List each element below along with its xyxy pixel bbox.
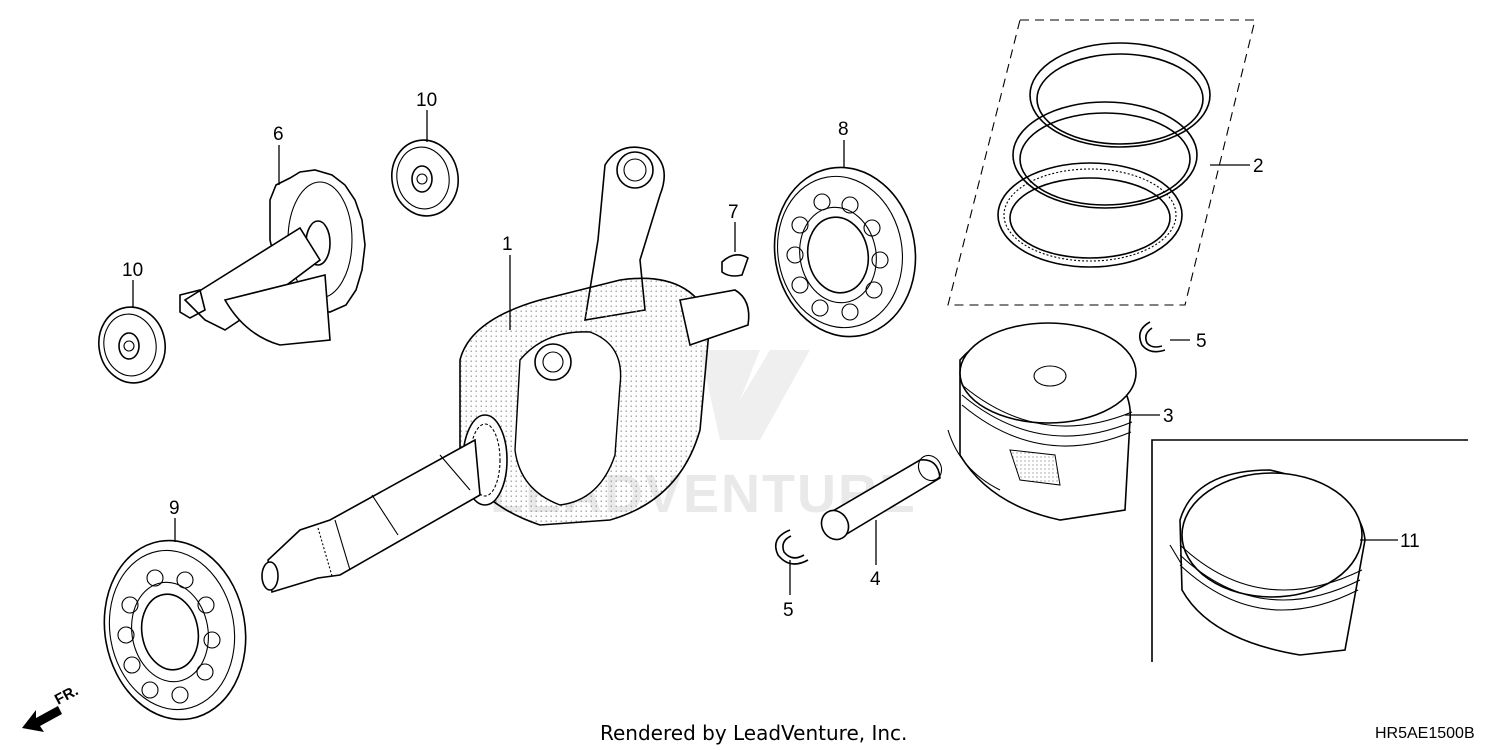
bearing-10-upper[interactable]: [386, 135, 464, 221]
part-label-7: 7: [728, 202, 739, 223]
part-label-3: 3: [1163, 406, 1174, 427]
part-label-6: 6: [273, 124, 284, 145]
woodruff-key[interactable]: [721, 254, 749, 277]
part-number-labels: 1 2 3 4 5 5 6 7 8 9 10 10 11: [122, 90, 1420, 621]
diagram-code: HR5AE1500B: [1375, 725, 1475, 742]
front-label: FR.: [52, 682, 81, 708]
part-label-10-upper: 10: [416, 90, 437, 111]
crankshaft-assembly[interactable]: [261, 146, 750, 594]
front-direction-indicator: FR.: [22, 682, 81, 732]
piston-alt-inset[interactable]: [1151, 439, 1468, 662]
piston-pin[interactable]: [816, 451, 946, 544]
piston-pin-clip-upper[interactable]: [1139, 321, 1166, 353]
bearing-10-lower[interactable]: [93, 302, 171, 388]
part-label-4: 4: [870, 569, 881, 590]
part-label-2: 2: [1253, 156, 1264, 177]
rendered-by-credit: Rendered by LeadVenture, Inc.: [600, 721, 907, 745]
piston-pin-clip-lower[interactable]: [774, 529, 809, 565]
part-label-10-lower: 10: [122, 260, 143, 281]
piston-ring-set[interactable]: [947, 19, 1256, 306]
bearing-9[interactable]: [90, 529, 259, 731]
front-arrow-icon: [22, 706, 62, 732]
part-label-5-upper: 5: [1196, 331, 1207, 352]
part-label-9: 9: [169, 498, 180, 519]
part-label-11: 11: [1400, 531, 1420, 552]
bearing-8[interactable]: [761, 156, 928, 348]
part-label-1: 1: [502, 234, 513, 255]
callout-lines: [132, 110, 1398, 595]
balancer-shaft-gear[interactable]: [179, 169, 366, 346]
part-label-8: 8: [838, 119, 849, 140]
piston[interactable]: [947, 322, 1137, 521]
part-label-5-lower: 5: [783, 600, 794, 621]
